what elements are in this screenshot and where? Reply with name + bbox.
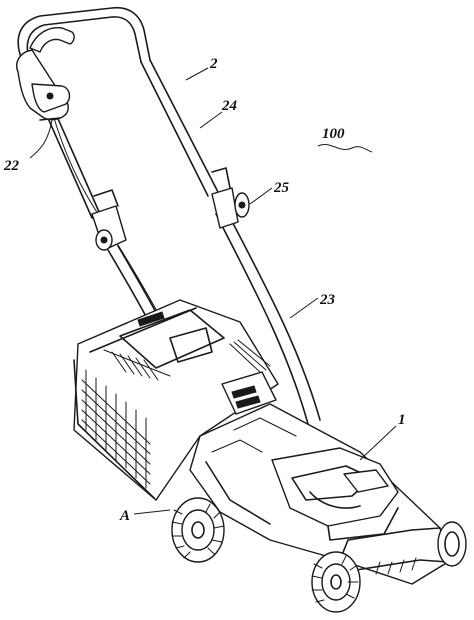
label-ref-1: 1 — [398, 412, 406, 428]
label-ref-22: 22 — [3, 158, 20, 174]
switch-box — [16, 27, 75, 121]
grass-collection-box — [73, 299, 279, 501]
label-ref-25: 25 — [273, 180, 290, 196]
grass-box-grille — [81, 369, 151, 489]
mower-body — [189, 371, 449, 585]
label-ref-2: 2 — [209, 56, 218, 72]
rear-wheel — [171, 497, 225, 563]
right-clamp-knob — [211, 167, 250, 229]
leader-lines — [29, 67, 397, 515]
label-ref-100: 100 — [322, 126, 345, 142]
label-ref-23: 23 — [319, 292, 336, 308]
front-wheel — [311, 551, 361, 613]
label-ref-24: 24 — [221, 98, 238, 114]
front-right-wheel — [437, 521, 467, 567]
label-ref-A: A — [119, 508, 130, 524]
left-clamp-knob — [91, 189, 127, 251]
